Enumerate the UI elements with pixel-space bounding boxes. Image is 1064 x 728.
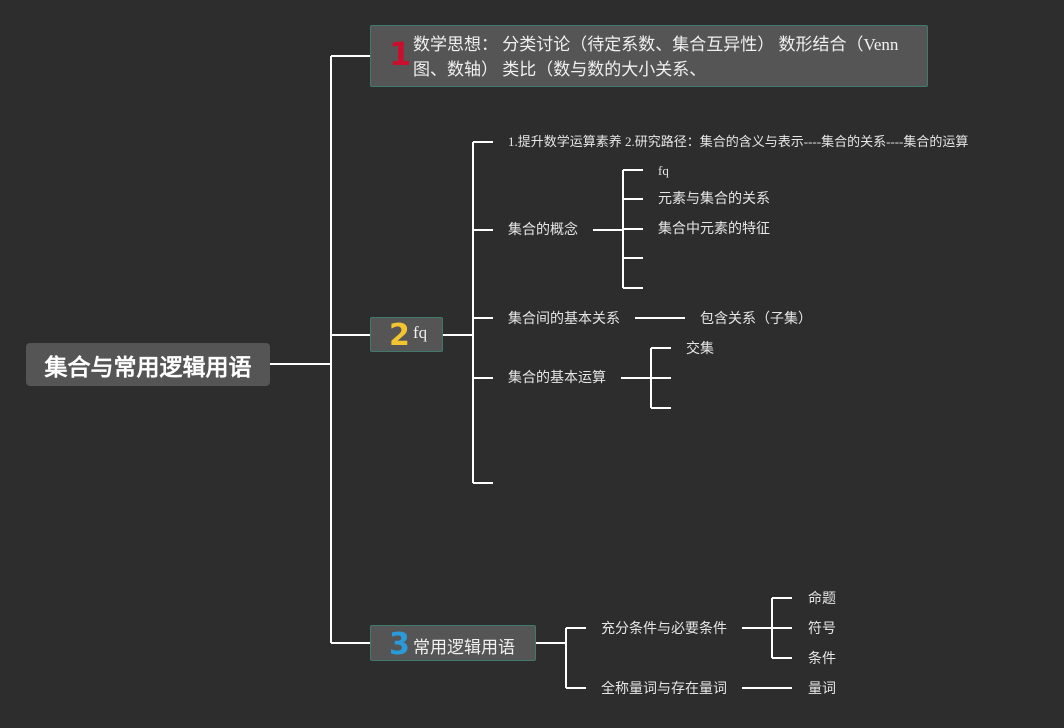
branch-2-number: 2 <box>389 318 410 353</box>
quantifiers-node[interactable]: 全称量词与存在量词 <box>601 681 727 697</box>
root-node[interactable]: 集合与常用逻辑用语 <box>26 343 270 386</box>
operation-node[interactable]: 集合的基本运算 <box>508 370 606 386</box>
quantifiers-child-1[interactable]: 量词 <box>808 681 836 697</box>
concept-node[interactable]: 集合的概念 <box>508 222 578 238</box>
root-label: 集合与常用逻辑用语 <box>44 354 252 381</box>
operation-child-1[interactable]: 交集 <box>686 341 714 357</box>
conditions-node[interactable]: 充分条件与必要条件 <box>601 621 727 637</box>
branch-1-node[interactable]: 1 数学思想： 分类讨论（待定系数、集合互异性） 数形结合（Venn图、数轴） … <box>370 25 928 87</box>
branch-2-label: fq <box>413 323 428 342</box>
branch-1-label: 数学思想： 分类讨论（待定系数、集合互异性） 数形结合（Venn图、数轴） 类比… <box>413 35 899 79</box>
relation-child-1[interactable]: 包含关系（子集） <box>700 311 812 327</box>
branch-2-node[interactable]: 2 fq <box>370 317 443 353</box>
branch-3-node[interactable]: 3 常用逻辑用语 <box>370 625 536 662</box>
research-path-node[interactable]: 1.提升数学运算素养 2.研究路径：集合的含义与表示----集合的关系----集… <box>508 134 969 149</box>
branch-3-number: 3 <box>389 627 410 662</box>
concept-child-2[interactable]: 元素与集合的关系 <box>658 191 770 207</box>
concept-child-3[interactable]: 集合中元素的特征 <box>658 221 770 237</box>
conditions-child-2[interactable]: 符号 <box>808 621 836 637</box>
conditions-child-1[interactable]: 命题 <box>808 591 836 607</box>
branch-1-number: 1 <box>389 35 412 73</box>
branch-3-label: 常用逻辑用语 <box>413 638 515 658</box>
conditions-child-3[interactable]: 条件 <box>808 651 836 667</box>
concept-child-1[interactable]: fq <box>658 163 669 178</box>
relation-node[interactable]: 集合间的基本关系 <box>508 311 620 327</box>
